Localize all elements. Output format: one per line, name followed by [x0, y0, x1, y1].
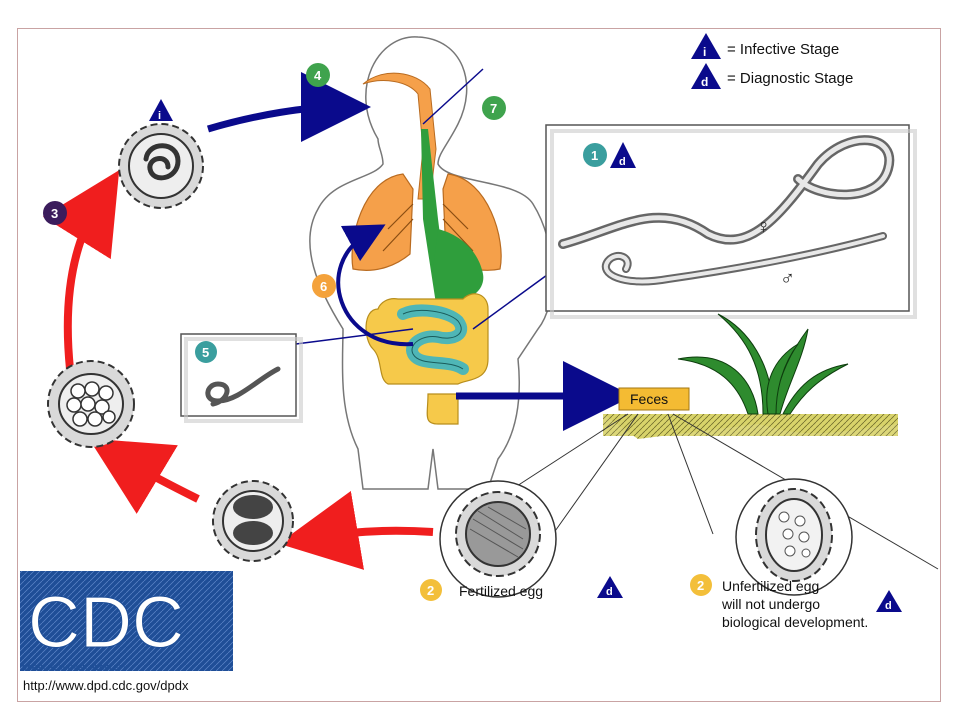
embryonated-egg-infective: i	[118, 99, 204, 209]
female-symbol: ♀	[756, 216, 771, 238]
lifecycle-diagram: ♀ ♂ 1 d 5 i = Infective Stage d = Diagno…	[20, 33, 939, 693]
fertilized-egg-label: Fertilized egg	[459, 583, 543, 599]
step-5-badge	[195, 341, 217, 363]
unfertilized-egg-label-line2: will not undergo	[721, 596, 820, 612]
step-4-badge	[306, 63, 330, 87]
unfertilized-egg-label-line1: Unfertilized egg	[722, 578, 819, 594]
step-6-badge	[312, 274, 336, 298]
grass-icon	[677, 313, 849, 415]
male-symbol: ♂	[780, 268, 795, 290]
larva-icon	[205, 366, 281, 407]
legend-diagnostic-symbol: d	[701, 75, 708, 89]
infective-stage-tag: i	[158, 110, 161, 122]
diagnostic-stage-icon	[597, 576, 623, 598]
diagram-frame: ♀ ♂ 1 d 5 i = Infective Stage d = Diagno…	[17, 28, 941, 702]
migration-arrow	[336, 224, 414, 347]
step-6-number: 6	[320, 279, 327, 294]
legend: i = Infective Stage d = Diagnostic Stage	[691, 33, 853, 89]
diagnostic-stage-icon	[876, 590, 902, 612]
step-4-number: 4	[314, 68, 322, 83]
step-7-number: 7	[490, 101, 497, 116]
unfertilized-egg	[735, 478, 853, 596]
step-2-number-unfertilized: 2	[697, 578, 704, 593]
step-1-number: 1	[591, 148, 598, 163]
fertilized-egg	[439, 480, 557, 598]
source-url: http://www.dpd.cdc.gov/dpdx	[23, 678, 189, 693]
unfertilized-diagnostic-tag: d	[885, 600, 892, 612]
step-3-number: 3	[51, 206, 58, 221]
step-1-badge	[583, 143, 607, 167]
human-body	[309, 36, 554, 490]
developing-egg-multicell	[47, 360, 135, 448]
diagnostic-stage-icon	[610, 142, 636, 168]
developing-egg-two-cell	[212, 480, 294, 562]
step-7-badge	[482, 96, 506, 120]
diagnostic-stage-icon	[691, 63, 721, 89]
diagnostic-stage-tag: d	[619, 156, 626, 168]
step-2-number-fertilized: 2	[427, 583, 434, 598]
adult-worms-panel: ♀ ♂ 1 d	[545, 124, 917, 319]
legend-diagnostic-text: = Diagnostic Stage	[727, 70, 853, 87]
stomach	[433, 229, 484, 301]
intestines	[365, 293, 489, 425]
step-2-badge-fertilized	[420, 579, 442, 601]
legend-infective-symbol: i	[703, 45, 706, 59]
step-5-number: 5	[202, 345, 209, 360]
feces-tag	[618, 387, 690, 411]
cdc-tagline: SAFER·HEALTHIER·PEOPLE™	[22, 665, 125, 672]
development-cycle-arrows	[42, 170, 434, 570]
infective-stage-icon	[149, 99, 173, 121]
cdc-logo: CDC SAFER·HEALTHIER·PEOPLE™	[20, 571, 233, 672]
ingestion-arrow	[206, 72, 371, 143]
step-2-badge-unfertilized	[690, 574, 712, 596]
connector-lines	[287, 68, 559, 346]
larva-panel: 5	[180, 333, 303, 423]
fertilized-diagnostic-tag: d	[606, 586, 613, 598]
feces-label: Feces	[630, 391, 668, 407]
infective-stage-icon	[691, 33, 721, 59]
legend-infective-text: = Infective Stage	[727, 41, 839, 58]
step-3-badge	[43, 201, 67, 225]
soil-and-plant	[603, 313, 898, 439]
cdc-logo-text: CDC	[28, 583, 184, 663]
unfertilized-egg-label-line3: biological development.	[722, 614, 868, 630]
